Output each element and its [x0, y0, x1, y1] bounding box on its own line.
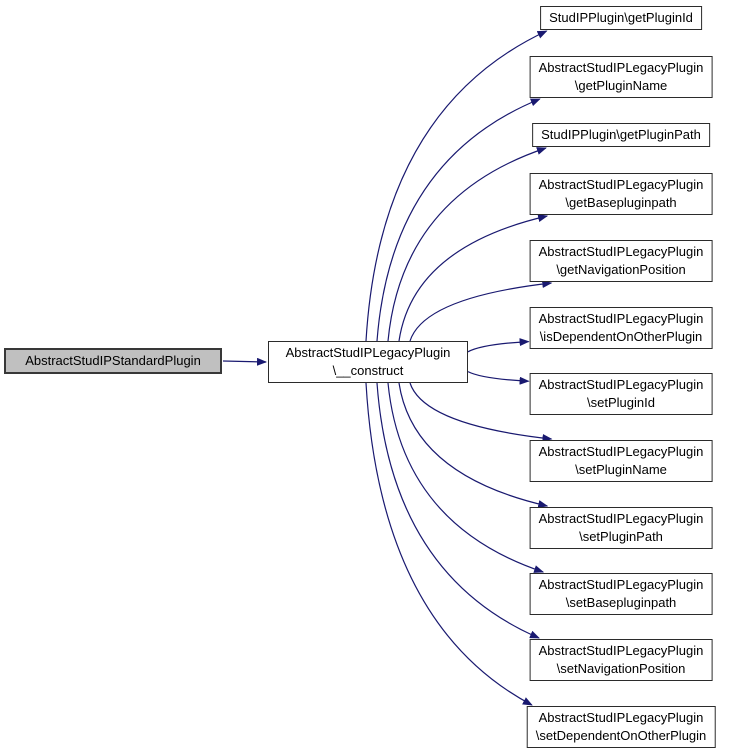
- call-edge: [376, 98, 541, 342]
- node-label: \isDependentOnOtherPlugin: [539, 329, 703, 344]
- node-label: AbstractStudIPLegacyPlugin: [538, 377, 704, 392]
- node-label: \setBasepluginpath: [565, 595, 677, 610]
- node-label: \setPluginPath: [579, 529, 663, 544]
- node-set-plugin-name[interactable]: AbstractStudIPLegacyPlugin \setPluginNam…: [529, 440, 713, 482]
- node-set-plugin-path[interactable]: AbstractStudIPLegacyPlugin \setPluginPat…: [529, 507, 713, 549]
- node-label: \getBasepluginpath: [565, 195, 677, 210]
- node-label: AbstractStudIPLegacyPlugin: [538, 177, 704, 192]
- node-label: \__construct: [332, 363, 404, 378]
- node-label: \getPluginName: [574, 78, 668, 93]
- node-get-navigation-position[interactable]: AbstractStudIPLegacyPlugin \getNavigatio…: [529, 240, 713, 282]
- node-label: AbstractStudIPLegacyPlugin: [538, 643, 704, 658]
- node-label: AbstractStudIPLegacyPlugin: [538, 577, 704, 592]
- node-label: AbstractStudIPStandardPlugin: [25, 353, 201, 368]
- call-edge: [398, 382, 549, 508]
- node-construct[interactable]: AbstractStudIPLegacyPlugin \__construct: [268, 341, 468, 383]
- call-edge: [387, 382, 545, 573]
- node-label: \setPluginName: [575, 462, 667, 477]
- call-edge: [222, 357, 267, 366]
- node-set-navigation-position[interactable]: AbstractStudIPLegacyPlugin \setNavigatio…: [529, 639, 713, 681]
- call-edge: [365, 382, 533, 706]
- node-label: \setDependentOnOtherPlugin: [535, 728, 707, 743]
- node-label: AbstractStudIPLegacyPlugin: [538, 60, 704, 75]
- node-label: StudIPPlugin\getPluginPath: [541, 127, 701, 142]
- node-set-dependent-on-other-plugin[interactable]: AbstractStudIPLegacyPlugin \setDependent…: [526, 706, 716, 748]
- node-get-plugin-id[interactable]: StudIPPlugin\getPluginId: [540, 6, 702, 30]
- node-set-basepluginpath[interactable]: AbstractStudIPLegacyPlugin \setBaseplugi…: [529, 573, 713, 615]
- call-edge: [398, 214, 549, 342]
- node-label: AbstractStudIPLegacyPlugin: [538, 511, 704, 526]
- node-get-basepluginpath[interactable]: AbstractStudIPLegacyPlugin \getBaseplugi…: [529, 173, 713, 215]
- node-label: \setPluginId: [587, 395, 655, 410]
- call-edge: [409, 280, 553, 342]
- node-get-plugin-path[interactable]: StudIPPlugin\getPluginPath: [532, 123, 710, 147]
- node-label: StudIPPlugin\getPluginId: [549, 10, 693, 25]
- call-edge: [467, 371, 530, 385]
- node-label: AbstractStudIPLegacyPlugin: [538, 444, 704, 459]
- node-label: AbstractStudIPLegacyPlugin: [538, 244, 704, 259]
- node-get-plugin-name[interactable]: AbstractStudIPLegacyPlugin \getPluginNam…: [529, 56, 713, 98]
- node-label: AbstractStudIPLegacyPlugin: [538, 710, 704, 725]
- call-edge: [467, 338, 530, 353]
- call-edge: [409, 382, 553, 442]
- node-label: AbstractStudIPLegacyPlugin: [538, 311, 704, 326]
- node-abstract-stud-ip-standard-plugin[interactable]: AbstractStudIPStandardPlugin: [4, 348, 222, 374]
- call-edge: [365, 30, 548, 342]
- node-set-plugin-id[interactable]: AbstractStudIPLegacyPlugin \setPluginId: [529, 373, 713, 415]
- node-is-dependent-on-other-plugin[interactable]: AbstractStudIPLegacyPlugin \isDependentO…: [529, 307, 713, 349]
- call-edge: [376, 382, 540, 639]
- node-label: AbstractStudIPLegacyPlugin: [285, 345, 451, 360]
- node-label: \getNavigationPosition: [556, 262, 686, 277]
- call-edge: [387, 147, 547, 342]
- node-label: \setNavigationPosition: [556, 661, 686, 676]
